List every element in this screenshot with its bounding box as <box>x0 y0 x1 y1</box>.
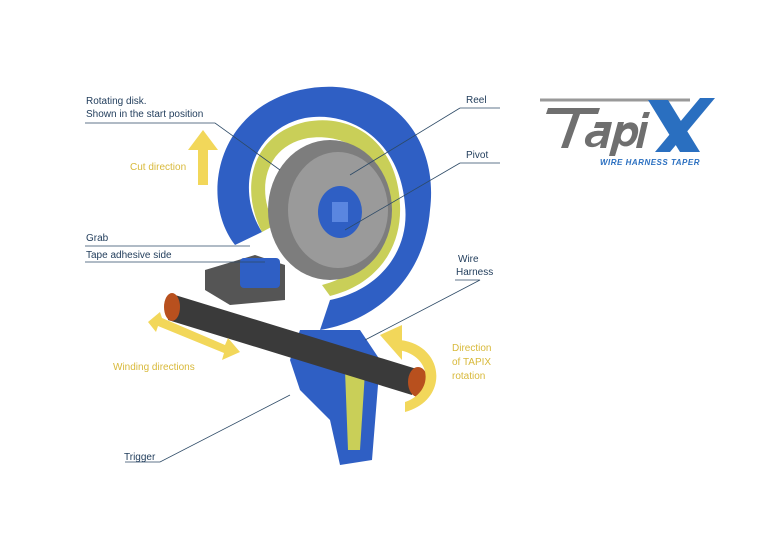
trigger-label: Trigger <box>124 452 156 463</box>
tape-adhesive-side-label: Tape adhesive side <box>86 250 172 261</box>
cut-direction-arrow <box>188 130 218 185</box>
rotation-label-3: rotation <box>452 371 486 382</box>
leader-lines <box>85 107 500 463</box>
rotating-disk-label: Rotating disk. <box>86 96 147 107</box>
rotation-label-1: Direction <box>452 343 492 354</box>
wire-harness <box>164 293 428 397</box>
winding-directions-arrow <box>148 312 240 360</box>
reel-label: Reel <box>466 95 487 106</box>
rotation-arrow <box>398 340 437 412</box>
wire-harness-label: Wire <box>458 254 479 265</box>
cut-direction-label: Cut direction <box>130 162 187 173</box>
wire-harness-label-2: Harness <box>456 267 494 278</box>
tapix-logo <box>540 98 715 156</box>
rotating-disk-label-2: Shown in the start position <box>86 109 204 120</box>
logo-wordmark-tapi <box>546 108 650 156</box>
winding-directions-label: Winding directions <box>113 362 195 373</box>
grab-label: Grab <box>86 233 109 244</box>
pivot-label: Pivot <box>466 150 489 161</box>
rotation-label-2: of TAPIX <box>452 357 492 368</box>
logo-tagline: WIRE HARNESS TAPER <box>600 158 700 167</box>
